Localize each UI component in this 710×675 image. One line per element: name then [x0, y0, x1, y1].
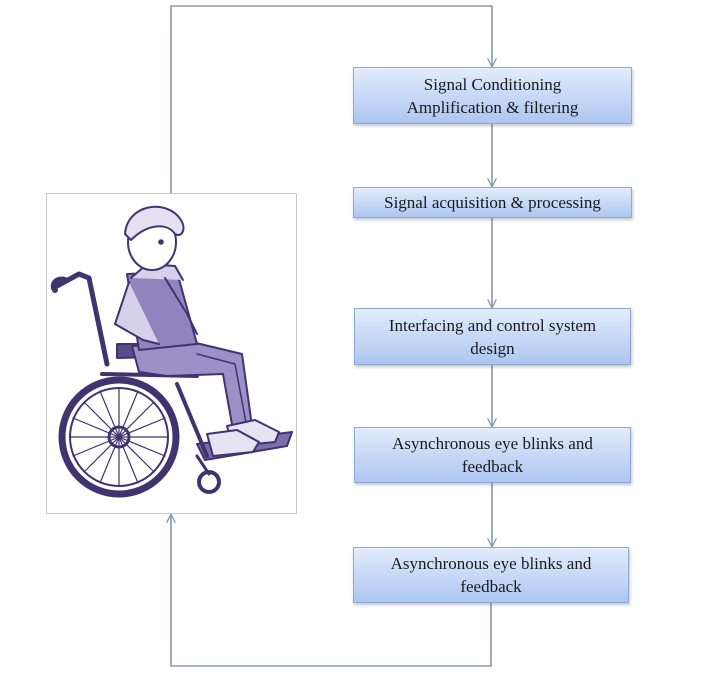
step-5-line-2: feedback [460, 577, 522, 596]
step-signal-conditioning: Signal Conditioning Amplification & filt… [353, 67, 632, 124]
step-2-line-1: Signal acquisition & processing [384, 193, 601, 212]
step-3-line-2: design [470, 338, 515, 358]
step-4-line-2: feedback [461, 457, 524, 476]
step-4-line-1: Asynchronous eye blinks and [392, 434, 593, 453]
loop-arrow-bottom [171, 515, 492, 667]
wheelchair-illustration-frame [46, 193, 297, 514]
step-3-line-1: Interfacing and control system [388, 315, 597, 335]
step-interfacing-control: Interfacing and control system design [354, 308, 631, 365]
step-eye-blinks-feedback-2: Asynchronous eye blinks and feedback [353, 547, 629, 603]
step-signal-acquisition: Signal acquisition & processing [353, 187, 632, 218]
step-eye-blinks-feedback-1: Asynchronous eye blinks and feedback [354, 427, 631, 483]
loop-arrow-top [170, 5, 492, 193]
person-in-wheelchair-icon [50, 205, 293, 498]
step-5-line-1: Asynchronous eye blinks and [390, 554, 592, 573]
step-1-line-2: Amplification & filtering [406, 97, 579, 117]
step-1-line-1: Signal Conditioning [423, 74, 562, 94]
